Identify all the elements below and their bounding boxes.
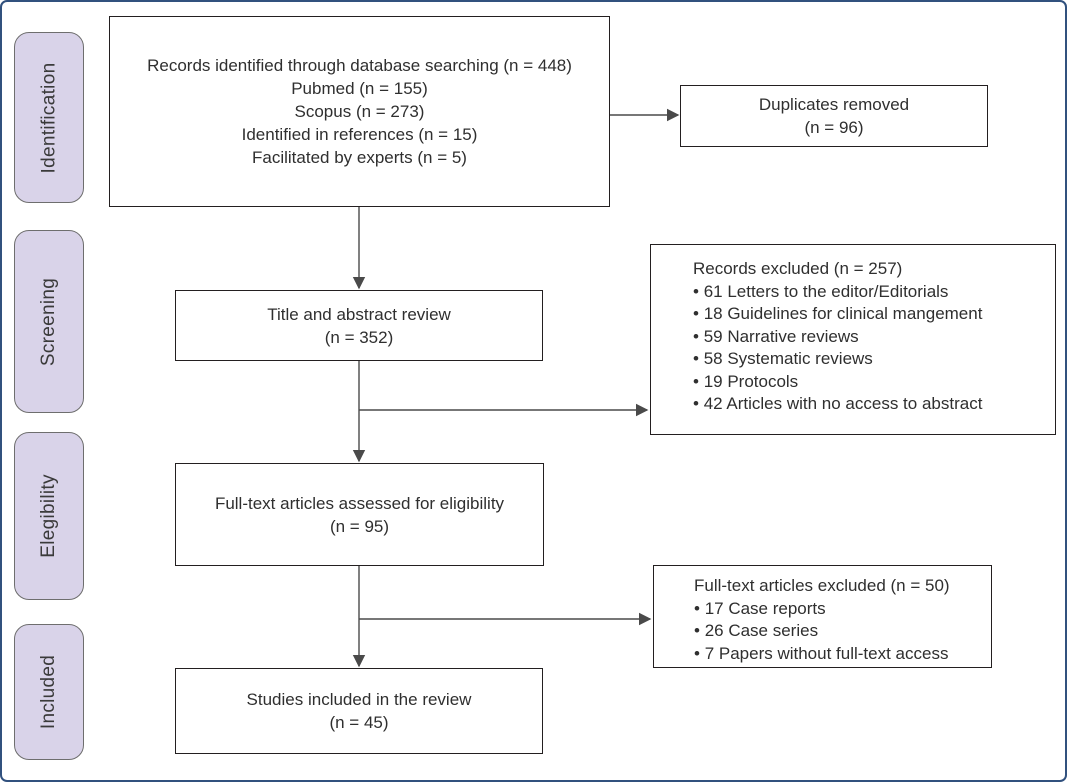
box-line: Duplicates removed — [758, 95, 910, 114]
excluded-title: Full-text articles excluded (n = 50) — [694, 576, 950, 595]
box-line: Pubmed (n = 155) — [291, 79, 428, 98]
excluded-item: 26 Case series — [694, 620, 985, 643]
stage-label-text: Identification — [38, 62, 60, 173]
box-line: Records identified through database sear… — [147, 56, 572, 75]
excluded-item: 7 Papers without full-text access — [694, 643, 985, 666]
box-duplicates-removed: Duplicates removed (n = 96) — [680, 85, 988, 147]
stage-label-screening: Screening — [14, 230, 84, 413]
stage-label-text: Included — [38, 654, 60, 730]
box-records-excluded: Records excluded (n = 257) 61 Letters to… — [650, 244, 1056, 435]
box-line: (n = 95) — [329, 516, 390, 536]
stage-label-elegibility: Elegibility — [14, 432, 84, 600]
box-line: (n = 96) — [804, 118, 864, 137]
excluded-item: 18 Guidelines for clinical mangement — [693, 303, 1047, 326]
box-records-identified: Records identified through database sear… — [109, 16, 610, 207]
excluded-item: 59 Narrative reviews — [693, 326, 1047, 349]
stage-label-included: Included — [14, 624, 84, 760]
box-line: Studies included in the review — [246, 690, 472, 709]
excluded-item: 42 Articles with no access to abstract — [693, 393, 1047, 416]
excluded-item: 17 Case reports — [694, 598, 985, 621]
stage-label-text: Screening — [38, 277, 60, 366]
excluded-title: Records excluded (n = 257) — [693, 259, 903, 278]
box-title-abstract-review: Title and abstract review (n = 352) — [175, 290, 543, 361]
box-fulltext-excluded: Full-text articles excluded (n = 50) 17 … — [653, 565, 992, 668]
box-studies-included: Studies included in the review (n = 45) — [175, 668, 543, 754]
box-fulltext-assessed: Full-text articles assessed for eligibil… — [175, 463, 544, 566]
box-line: Facilitated by experts (n = 5) — [252, 148, 467, 167]
stage-label-text: Elegibility — [38, 474, 59, 558]
box-line: Title and abstract review — [267, 304, 451, 324]
excluded-item: 61 Letters to the editor/Editorials — [693, 281, 1047, 304]
excluded-item: 58 Systematic reviews — [693, 348, 1047, 371]
excluded-item: 19 Protocols — [693, 371, 1047, 394]
box-line: Scopus (n = 273) — [294, 102, 425, 121]
stage-label-identification: Identification — [14, 32, 84, 203]
box-line: (n = 352) — [324, 327, 394, 347]
box-line: Identified in references (n = 15) — [241, 125, 478, 144]
box-line: (n = 45) — [329, 713, 389, 732]
box-line: Full-text articles assessed for eligibil… — [214, 493, 505, 513]
